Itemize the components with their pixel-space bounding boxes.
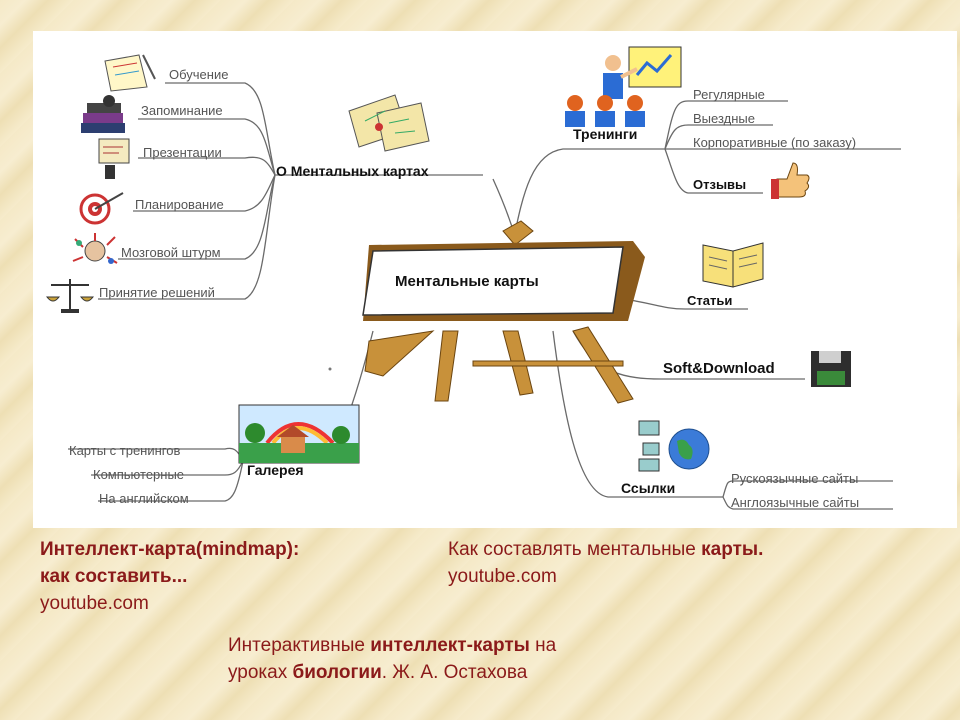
about-item-memory: Запоминание xyxy=(141,103,223,118)
thumbs-up-icon xyxy=(771,162,810,199)
about-item-brainstorm: Мозговой штурм xyxy=(121,245,221,260)
trainings-item-regular: Регулярные xyxy=(693,87,765,102)
training-presenter-icon xyxy=(565,46,682,127)
trainings-item-offsite: Выездные xyxy=(693,111,755,126)
reference-3-part-a: Интерактивные xyxy=(228,635,371,656)
scales-icon xyxy=(45,279,95,313)
about-item-planning: Планирование xyxy=(135,197,224,212)
reference-3-part-c: на xyxy=(529,635,557,656)
trainings-branch-title: Тренинги xyxy=(573,126,638,142)
study-icon xyxy=(104,54,156,92)
easel-icon xyxy=(362,220,645,404)
reference-1[interactable]: Интеллект-карта(mindmap): как составить.… xyxy=(40,536,440,617)
reference-2-title-bold: карты. xyxy=(701,539,764,560)
maps-sheets-icon xyxy=(348,94,430,152)
trainings-item-corporate: Корпоративные (по заказу) xyxy=(693,135,857,150)
reference-1-source: youtube.com xyxy=(40,593,149,614)
gallery-item-computer: Компьютерные xyxy=(93,467,185,482)
reference-3-part-b: интеллект-карты xyxy=(370,635,530,656)
reference-2-source: youtube.com xyxy=(448,566,557,587)
reference-2-title: Как составлять ментальные xyxy=(448,539,702,560)
about-branch-title: О Ментальных картах xyxy=(276,163,429,179)
center-title: Ментальные карты xyxy=(395,273,539,290)
links-branch-title: Ссылки xyxy=(621,480,676,496)
trainings-reviews: Отзывы xyxy=(693,177,747,192)
reference-3-part-d: уроках xyxy=(228,662,293,683)
articles-branch: Статьи xyxy=(687,293,733,308)
reference-1-title: Интеллект-карта(mindmap): xyxy=(40,539,300,560)
about-item-learning: Обучение xyxy=(169,67,229,82)
globe-links-icon xyxy=(638,420,710,472)
presentation-icon xyxy=(98,138,130,179)
mind-map: О Ментальных картах Обучение Запоминание… xyxy=(33,31,957,528)
mind-map-connectors xyxy=(68,82,901,510)
reference-1-subtitle: как составить... xyxy=(40,566,188,587)
book-icon xyxy=(702,242,764,288)
planning-icon xyxy=(79,192,124,225)
links-item-english: Англоязычные сайты xyxy=(731,495,860,510)
gallery-picture-icon xyxy=(238,404,360,464)
gallery-branch-title: Галерея xyxy=(247,462,304,478)
gallery-item-english: На английском xyxy=(99,491,189,506)
reference-3-part-f: . Ж. А. Остахова xyxy=(381,662,528,683)
floppy-disk-icon xyxy=(811,351,851,387)
about-item-decisions: Принятие решений xyxy=(99,285,215,300)
reference-3[interactable]: Интерактивные интеллект-карты на уроках … xyxy=(228,632,828,686)
soft-download-branch: Soft&Download xyxy=(663,360,775,377)
links-item-russian: Рускоязычные сайты xyxy=(731,471,859,486)
about-item-presentations: Презентации xyxy=(143,145,222,160)
reference-2[interactable]: Как составлять ментальные карты. youtube… xyxy=(448,536,948,590)
gallery-item-trainings: Карты с тренингов xyxy=(69,443,181,458)
reference-3-part-e: биологии xyxy=(292,662,382,683)
brainstorm-icon xyxy=(72,233,118,264)
memory-icon xyxy=(81,95,125,133)
